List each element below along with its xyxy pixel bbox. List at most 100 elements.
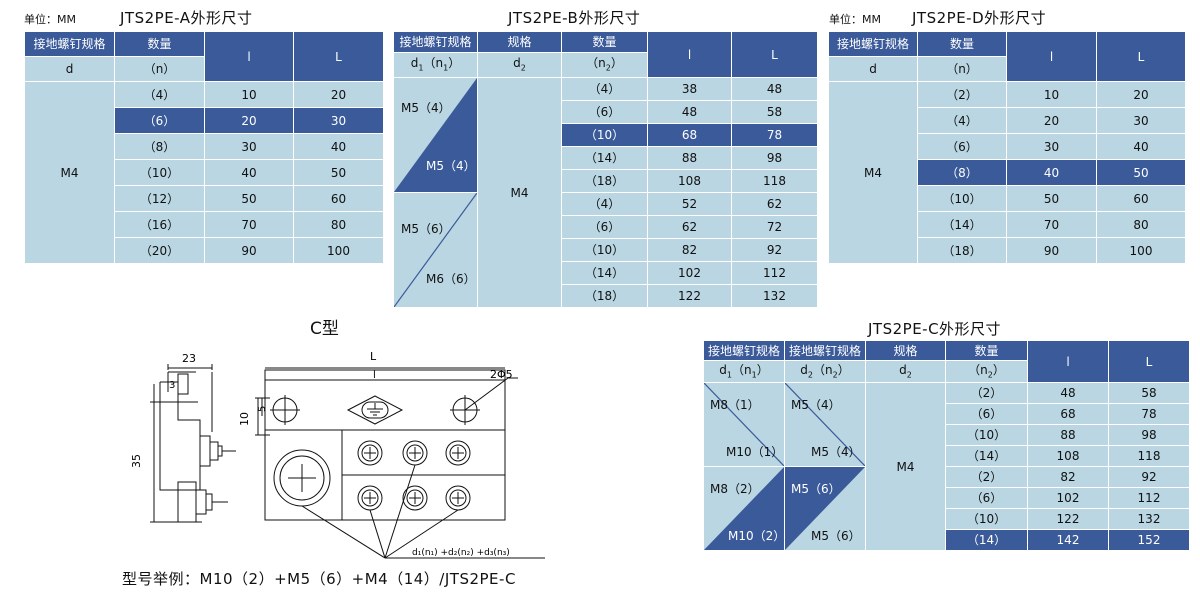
table-d-spec: M4: [828, 81, 918, 264]
table-d-header-L: L: [1096, 31, 1186, 82]
table-cell: 82: [647, 238, 732, 262]
table-row: （6）: [945, 487, 1028, 509]
table-cell: 20: [204, 107, 294, 134]
table-cell: 70: [1006, 211, 1097, 238]
table-cell: 90: [1006, 237, 1097, 264]
table-cell: 78: [731, 123, 818, 147]
table-c-title: JTS2PE-C外形尺寸: [868, 320, 1002, 338]
table-cell: 10: [204, 81, 294, 108]
table-row: （4）: [561, 77, 648, 101]
table-cell: 40: [1006, 159, 1097, 186]
table-row-highlight: （14）: [945, 529, 1028, 551]
table-d-title: JTS2PE-D外形尺寸: [912, 9, 1047, 27]
table-b-diag-2: M5（6） M6（6）: [393, 192, 478, 308]
table-row: （18）: [917, 237, 1007, 264]
table-row: （6）: [945, 403, 1028, 425]
table-c-header-screw-2: 接地螺钉规格: [784, 340, 866, 361]
dim-10: 10: [238, 412, 251, 426]
table-d-header-qty: 数量: [917, 31, 1007, 57]
table-row: （18）: [561, 169, 648, 193]
table-c-diag-4: M5（6） M5（6）: [784, 466, 866, 551]
table-cell: 50: [204, 185, 294, 212]
table-c-header-l: l: [1027, 340, 1109, 383]
table-cell: 50: [1006, 185, 1097, 212]
table-cell: 122: [1027, 508, 1109, 530]
table-cell: 40: [293, 133, 384, 160]
table-cell: 112: [1108, 487, 1190, 509]
table-cell: 118: [731, 169, 818, 193]
table-row: （10）: [945, 508, 1028, 530]
table-row-highlight: （10）: [561, 123, 648, 147]
table-b-sub-n2: （n2）: [561, 52, 648, 78]
table-cell: 48: [1027, 382, 1109, 404]
table-row: （2）: [917, 81, 1007, 108]
table-c-diag-4-top: M5（6）: [791, 482, 841, 496]
table-b-diag-2-top: M5（6）: [401, 222, 451, 236]
unit-label-d: 单位：MM: [829, 13, 881, 26]
table-row-highlight: （6）: [114, 107, 205, 134]
table-d-header-screw: 接地螺钉规格: [828, 31, 918, 57]
table-cell: 62: [647, 215, 732, 239]
table-cell: 62: [731, 192, 818, 216]
table-cell: 122: [647, 284, 732, 308]
table-row: （20）: [114, 237, 205, 264]
table-cell: 60: [293, 185, 384, 212]
table-row: （10）: [114, 159, 205, 186]
table-cell: 30: [293, 107, 384, 134]
table-cell: 88: [1027, 424, 1109, 446]
table-a-header-L: L: [293, 31, 384, 82]
table-c-diag-2-top: M5（4）: [791, 398, 841, 412]
table-row: （16）: [114, 211, 205, 238]
table-row: （2）: [945, 466, 1028, 488]
table-d-sub-n: （n）: [917, 56, 1007, 82]
table-cell: 102: [647, 261, 732, 285]
table-b: 接地螺钉规格 规格 数量 l L d1（n1） d2 （n2） M5（4） M5…: [393, 31, 818, 308]
table-c-header-qty: 数量: [945, 340, 1028, 361]
table-row: （14）: [917, 211, 1007, 238]
table-c-diag-2: M5（4） M5（4）: [784, 382, 866, 467]
unit-label-a: 单位：MM: [24, 13, 76, 26]
table-b-header-qty: 数量: [561, 31, 648, 53]
table-b-spec: M4: [477, 77, 562, 308]
table-b-header-L: L: [731, 31, 818, 78]
table-row: （10）: [561, 238, 648, 262]
table-c-diag-3-bottom: M10（2）: [728, 529, 785, 543]
table-b-header-l: l: [647, 31, 732, 78]
table-d: 接地螺钉规格 数量 l L d （n） M4 （2） 10 20 （4） 20 …: [828, 31, 1186, 264]
table-b-diag-1-bottom: M5（4）: [426, 159, 476, 173]
table-cell: 132: [1108, 508, 1190, 530]
table-cell: 142: [1027, 529, 1109, 551]
table-cell: 68: [1027, 403, 1109, 425]
table-cell: 48: [647, 100, 732, 124]
table-cell: 118: [1108, 445, 1190, 467]
table-c-diag-1-bottom: M10（1）: [726, 445, 784, 459]
table-a-title: JTS2PE-A外形尺寸: [120, 9, 253, 27]
table-b-sub-d2: d2: [477, 52, 562, 78]
table-cell: 52: [647, 192, 732, 216]
table-a: 接地螺钉规格 数量 l L d （n） M4 （4） 10 20 （6） 20 …: [24, 31, 384, 264]
table-cell: 112: [731, 261, 818, 285]
table-row-highlight: （8）: [917, 159, 1007, 186]
table-cell: 92: [731, 238, 818, 262]
table-b-diag-1-top: M5（4）: [401, 101, 451, 115]
table-c-header-L: L: [1108, 340, 1190, 383]
c-type-drawing: 23 3 35 L l 10 5 2Φ5 d₁(n₁) +d₂(n₂) +d₃(…: [130, 350, 545, 559]
table-cell: 82: [1027, 466, 1109, 488]
table-row: （10）: [917, 185, 1007, 212]
table-cell: 98: [1108, 424, 1190, 446]
table-cell: 108: [647, 169, 732, 193]
table-b-diag-1: M5（4） M5（4）: [393, 77, 478, 193]
table-cell: 20: [1096, 81, 1186, 108]
table-c: 接地螺钉规格 接地螺钉规格 规格 数量 l L d1（n1） d2（n2） d2…: [703, 340, 1190, 551]
dim-23: 23: [182, 352, 196, 365]
table-cell: 132: [731, 284, 818, 308]
drawing-title: C型: [310, 319, 339, 339]
table-cell: 48: [731, 77, 818, 101]
table-row: （18）: [561, 284, 648, 308]
table-c-diag-3-top: M8（2）: [710, 482, 760, 496]
table-cell: 20: [293, 81, 384, 108]
table-cell: 38: [647, 77, 732, 101]
table-cell: 80: [293, 211, 384, 238]
table-a-header-qty: 数量: [114, 31, 205, 57]
table-a-sub-d: d: [24, 56, 115, 82]
